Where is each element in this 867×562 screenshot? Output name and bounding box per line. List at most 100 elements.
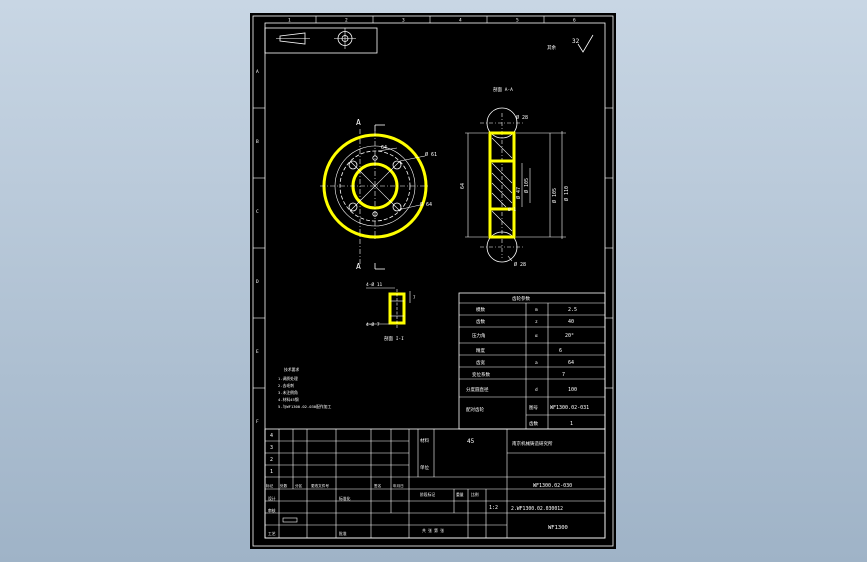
tb-header: 分区: [295, 483, 303, 488]
zone-letter: E: [256, 349, 259, 355]
zone-number: 6: [573, 18, 576, 24]
gear-row-symbol: a: [535, 361, 538, 366]
zone-letter: B: [256, 139, 259, 145]
scale-label: 比例: [471, 492, 479, 497]
rev-number: 1: [270, 469, 273, 475]
gear-table: 齿轮参数 模数 m 2.5 齿数 z 40 压力角 α 20° 精度 6 齿宽 …: [458, 292, 606, 430]
zone-letter: D: [256, 279, 259, 285]
craft-label: 工艺: [268, 531, 276, 536]
tech-note-line: 2.去毛刺: [278, 383, 294, 388]
dim-d4: Ø 105: [523, 178, 530, 193]
checker-label: 审核: [268, 508, 276, 513]
zone-numbers-top: 1 2 3 4 5 6: [288, 18, 576, 24]
tech-note-line: 3.未注倒角: [278, 390, 298, 395]
gear-row-symbol: d: [535, 387, 538, 393]
bolt-hole: [348, 202, 358, 212]
gear-row-name: 压力角: [472, 332, 486, 339]
zone-letter: C: [256, 209, 259, 215]
tb-header: 处数: [280, 483, 288, 488]
front-view: A A 64 Ø 61 Ø 64: [320, 118, 437, 271]
tech-note-line: 4.材料45钢: [278, 397, 299, 402]
gear-row-value: 40: [568, 319, 574, 325]
dim-d5: Ø 1: [508, 206, 516, 213]
section-title: 剖面 A-A: [493, 86, 513, 93]
gear-row-value: 2.5: [568, 307, 577, 313]
scale-value: 1:2: [489, 505, 498, 511]
detail-bottom-label: 4-Ø 7: [366, 321, 380, 328]
bolt-hole: [348, 160, 358, 170]
gear-row-name: 齿数: [476, 318, 485, 325]
weight-label: 重量: [456, 492, 464, 497]
tech-note-line: 技术要求: [284, 367, 299, 372]
zone-letter: F: [256, 419, 259, 425]
tb-header: 签名: [374, 483, 382, 488]
dim-outer: Ø 64: [420, 201, 432, 208]
zone-number: 5: [516, 18, 519, 24]
rev-number: 2: [270, 457, 273, 463]
gear-row-symbol: z: [535, 320, 538, 325]
dim-height: 64: [460, 183, 466, 189]
dim-bottom: Ø 28: [514, 261, 526, 268]
rev-number: 4: [270, 433, 273, 439]
detail-right-label: 7: [413, 295, 416, 300]
zone-number: 2: [345, 18, 348, 24]
gear-row-name: 齿宽: [476, 359, 485, 366]
tb-header: 更改文件号: [311, 483, 329, 488]
cone-icon: [279, 32, 306, 45]
gear-row-value: 7: [562, 372, 565, 378]
drawing-number: WF1300.02-030: [533, 483, 572, 489]
dim-d3: Ø 47: [515, 187, 522, 199]
side-section-view: 剖面 A-A 64 Ø 28 Ø 28 Ø 105 Ø 110: [460, 86, 570, 268]
zone-letter: A: [256, 69, 259, 75]
gear-row-value: 64: [568, 360, 574, 366]
gear-section-body: [488, 131, 516, 239]
section-marker-bottom: A: [356, 262, 361, 271]
outer-border: [252, 15, 614, 547]
gear-table-title: 齿轮参数: [512, 295, 530, 302]
tb-header: 年月日: [393, 483, 404, 488]
zone-ticks: [253, 16, 613, 389]
dim-d1: Ø 105: [551, 188, 558, 203]
gear-row-value: 20°: [565, 333, 574, 339]
roughness-note: 其余: [547, 44, 556, 51]
cad-drawing[interactable]: 1 2 3 4 5 6 A B C D E F: [250, 13, 616, 549]
bolt-hole: [392, 202, 402, 212]
dim-holes: 64: [381, 145, 387, 151]
gear-row-value: 100: [568, 387, 577, 393]
section-marker-top: A: [356, 118, 361, 127]
sheet-background: [250, 13, 616, 549]
bolt-hole: [392, 160, 402, 170]
institution: 南京机械铸造研究所: [512, 440, 553, 447]
rev-number: 3: [270, 445, 273, 451]
zone-number: 4: [459, 18, 462, 24]
gear-row-name: 分度圆直径: [466, 386, 489, 393]
unit-label: 单位: [420, 464, 429, 471]
roughness-symbol: 32 其余: [547, 34, 594, 53]
gear-row-name: 配对齿轮: [466, 406, 484, 413]
gear-row-value: 1: [570, 421, 573, 427]
gear-row-value: WF1300.02-031: [550, 405, 589, 411]
gear-row-name: 变位系数: [472, 371, 490, 378]
projection-symbol: [264, 27, 378, 54]
material-label: 材料: [420, 437, 429, 444]
roughness-check-icon: [577, 34, 594, 53]
dim-inner: Ø 61: [425, 151, 437, 158]
tech-notes: 技术要求 1.调质处理 2.去毛刺 3.未注倒角 4.材料45钢 5.与WF13…: [278, 367, 331, 409]
dim-d2: Ø 110: [563, 186, 570, 201]
dim-top: Ø 28: [516, 114, 528, 121]
tb-header: 标记: [266, 483, 274, 488]
title-block: 4 3 2 1 材料 45 南京机械铸造研究所 单位 标记 处数 分区 更改文件…: [264, 428, 606, 539]
project-name: WF1300: [548, 525, 568, 531]
zone-number: 1: [288, 18, 291, 24]
tech-note-line: 5.与WF1300.02-030配作加工: [278, 404, 331, 409]
roughness-value: 32: [572, 38, 580, 45]
stage-label: 阶段标记: [420, 492, 435, 497]
drawing-viewport[interactable]: 1 2 3 4 5 6 A B C D E F: [250, 13, 616, 549]
gear-row-symbol: α: [535, 334, 538, 339]
detail-caption: 剖面 I-I: [384, 335, 404, 342]
gear-row-symbol: 齿数: [529, 420, 538, 427]
tech-note-line: 1.调质处理: [278, 376, 298, 381]
sheet-label: 共 张 第 张: [422, 528, 444, 533]
designer-label: 设计: [268, 496, 276, 501]
standard-label: 标准化: [339, 496, 351, 501]
